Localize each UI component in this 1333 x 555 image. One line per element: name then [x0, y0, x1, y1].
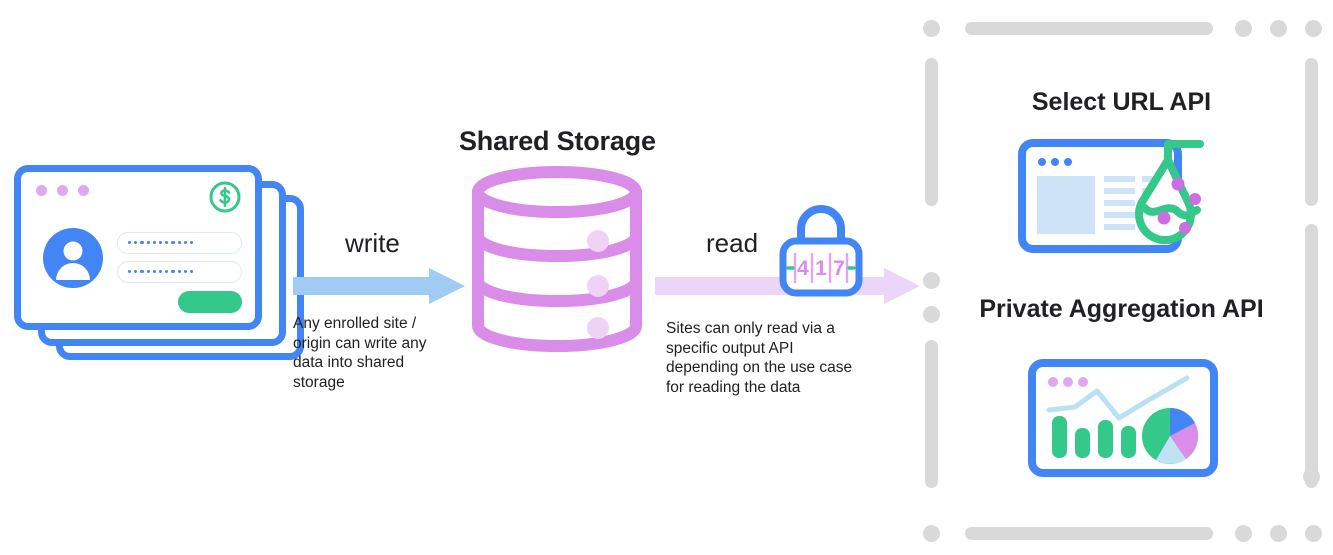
write-label: write — [345, 228, 400, 258]
database-cylinder-icon — [472, 166, 642, 352]
private-aggregation-api-title: Private Aggregation API — [979, 295, 1264, 323]
write-caption: Any enrolled site / origin can write any… — [293, 315, 427, 391]
border-dot — [1303, 468, 1320, 485]
select-url-api-title: Select URL API — [1031, 88, 1212, 116]
border-dot — [1270, 20, 1287, 37]
stacked-browser-windows-icon — [14, 165, 304, 360]
read-label: read — [706, 228, 759, 258]
border-capsule — [965, 22, 1213, 35]
lock-digit-1: 4 — [797, 257, 809, 280]
combination-lock-icon: 4 1 7 — [779, 205, 863, 297]
password-field-1[interactable] — [117, 232, 242, 254]
password-field-2[interactable] — [117, 261, 242, 283]
border-capsule — [925, 58, 938, 206]
lock-digit-2: 1 — [815, 257, 827, 280]
lock-digit-3: 7 — [833, 257, 845, 280]
line-chart-series — [1046, 375, 1190, 421]
border-dot — [923, 20, 940, 37]
border-dot — [1270, 525, 1287, 542]
border-dot — [923, 525, 940, 542]
output-apis-panel — [905, 8, 1325, 548]
write-arrow-icon — [293, 268, 465, 304]
password-dots — [128, 270, 194, 274]
pie-chart-series — [1142, 407, 1199, 464]
submit-button[interactable] — [178, 291, 242, 313]
border-dot — [923, 306, 940, 323]
analytics-dashboard-icon — [1028, 359, 1218, 477]
read-caption: Sites can only read via a specific outpu… — [666, 320, 853, 396]
border-dot — [1305, 20, 1322, 37]
browser-window-with-flask-icon — [1018, 139, 1204, 253]
dollar-circle-icon — [209, 181, 241, 213]
border-capsule — [1305, 224, 1318, 488]
border-dot — [923, 272, 940, 289]
border-dot — [1235, 525, 1252, 542]
border-capsule — [965, 527, 1213, 540]
border-capsule — [925, 340, 938, 488]
window-titlebar-dots — [36, 185, 89, 196]
bar-chart-series — [1052, 416, 1136, 458]
password-dots — [128, 241, 194, 245]
shared-storage-title: Shared Storage — [459, 126, 656, 156]
user-avatar-icon — [43, 228, 103, 288]
border-dot — [1305, 525, 1322, 542]
browser-window-front — [14, 165, 262, 330]
border-dot — [1235, 20, 1252, 37]
border-capsule — [1305, 58, 1318, 206]
